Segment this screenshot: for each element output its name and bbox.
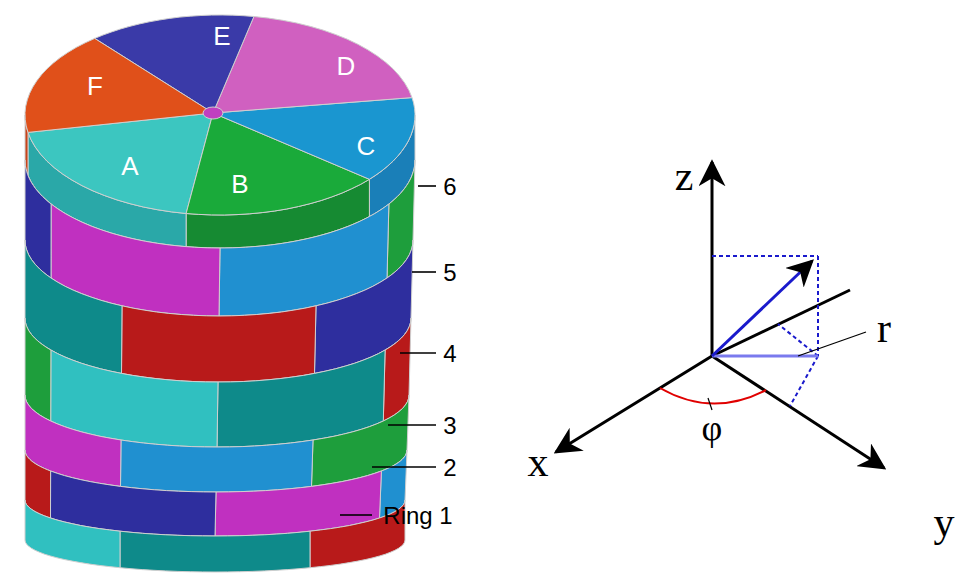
axis-label: z bbox=[675, 155, 694, 197]
center-hole bbox=[203, 107, 223, 119]
cylinder-tile bbox=[25, 38, 213, 132]
ring-number: Ring 1 bbox=[383, 504, 452, 528]
axis-label: y bbox=[934, 501, 955, 543]
sector-label: B bbox=[231, 171, 248, 197]
segmented-cylinder bbox=[25, 15, 415, 572]
sector-label: D bbox=[337, 53, 356, 79]
cylinder-tile bbox=[25, 500, 120, 568]
ring-number: 5 bbox=[443, 261, 456, 285]
cylinder-tile bbox=[120, 531, 310, 572]
ring-number: 4 bbox=[443, 342, 456, 366]
coordinate-axes bbox=[556, 162, 884, 468]
sector-label: E bbox=[213, 23, 230, 49]
ring-number: 3 bbox=[443, 414, 456, 438]
cylinder-tile bbox=[122, 306, 317, 382]
axis-label: r bbox=[877, 307, 891, 349]
angle-label: φ bbox=[702, 410, 723, 446]
ring-number: 6 bbox=[443, 175, 456, 199]
axis-label: x bbox=[528, 441, 549, 483]
cylinder-tile bbox=[121, 440, 314, 492]
sector-label: C bbox=[357, 133, 376, 159]
sector-label: A bbox=[121, 153, 138, 179]
sector-label: F bbox=[87, 73, 103, 99]
ring-number: 2 bbox=[443, 456, 456, 480]
ring-leader-lines bbox=[340, 186, 436, 515]
